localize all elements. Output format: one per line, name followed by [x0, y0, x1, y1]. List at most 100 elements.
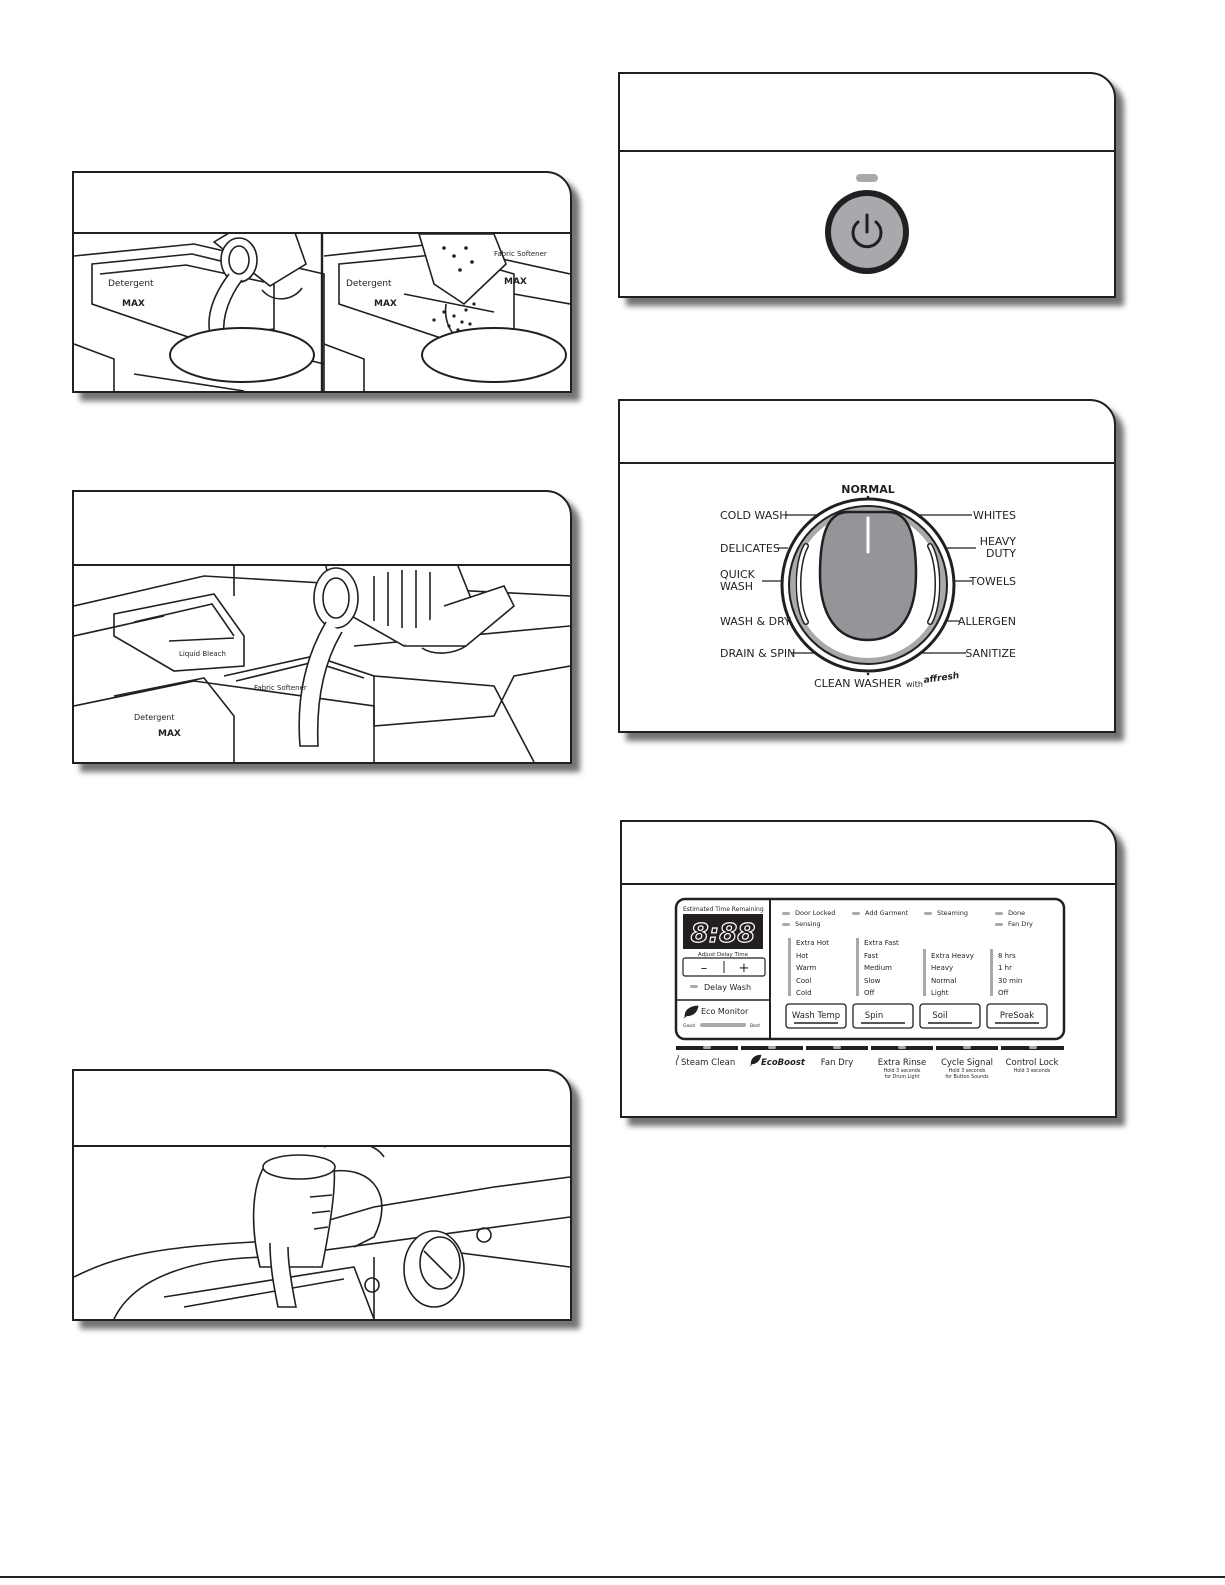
soil-button[interactable]: Soil — [920, 1004, 980, 1028]
dial-label-clean-washer: CLEAN WASHER — [814, 677, 902, 690]
panel-header — [74, 1071, 570, 1147]
spin-label: Spin — [865, 1011, 884, 1021]
status-done: Done — [1008, 909, 1025, 917]
eco-monitor-bar — [700, 1023, 746, 1027]
spin-slow: Slow — [864, 977, 881, 985]
presoak-off: Off — [998, 989, 1009, 997]
cycle-selector-knob[interactable] — [782, 496, 954, 676]
footer-rule — [0, 1576, 1225, 1578]
ecoboost-label: EcoBoost — [761, 1058, 806, 1068]
delay-wash-label[interactable]: Delay Wash — [704, 983, 751, 992]
leaf-icon — [750, 1055, 761, 1066]
soil-light: Light — [931, 989, 949, 997]
power-svg — [620, 152, 1114, 296]
wash-temp-button[interactable]: Wash Temp — [786, 1004, 846, 1028]
status-sensing: Sensing — [795, 920, 821, 928]
control-lock-hint: Hold 3 seconds — [1014, 1068, 1051, 1074]
affresh-logo: affresh — [923, 671, 960, 686]
soil-label: Soil — [932, 1011, 947, 1021]
power-button[interactable] — [825, 190, 909, 274]
fabric-softener-label: Fabric Softener — [494, 250, 547, 258]
spin-off: Off — [864, 989, 875, 997]
time-remaining-label: Estimated Time Remaining — [683, 906, 764, 913]
liquid-bleach-label: Liquid Bleach — [179, 650, 226, 658]
eco-monitor-label: Eco Monitor — [701, 1007, 749, 1016]
detergent-label-3: Detergent — [134, 713, 175, 722]
detergent-label: Detergent — [108, 279, 154, 289]
softener-illustration — [74, 1147, 570, 1319]
panel-header — [620, 401, 1114, 464]
fan-dry-button[interactable]: Fan Dry — [821, 1058, 853, 1068]
wash-temp-label: Wash Temp — [792, 1011, 840, 1021]
status-door-locked: Door Locked — [795, 909, 835, 917]
cycle-signal-button[interactable]: Cycle Signal — [941, 1058, 993, 1068]
detergent-label-2: Detergent — [346, 279, 392, 289]
adjust-delay-label: Adjust Delay Time — [698, 952, 749, 958]
max-label-2: MAX — [374, 299, 397, 309]
extra-rinse-hint-1: Hold 3 seconds — [884, 1068, 921, 1074]
dial-label-with: with — [906, 680, 923, 689]
eco-best-label: Best — [750, 1023, 760, 1029]
max-label-4: MAX — [158, 729, 181, 739]
extra-rinse-button[interactable]: Extra Rinse — [878, 1058, 926, 1068]
dial-svg: NORMAL COLD WASH DELICATES QUICK WASH WA… — [620, 464, 1114, 733]
soil-extra-heavy: Extra Heavy — [931, 952, 974, 960]
dial-label-wash-dry: WASH & DRY — [720, 615, 791, 628]
control-panel: Estimated Time Remaining 8:88 Adjust Del… — [620, 820, 1117, 1118]
soil-heavy: Heavy — [931, 964, 953, 972]
steam-icon — [676, 1055, 678, 1065]
delay-wash-light — [690, 985, 698, 988]
callout-oval — [422, 328, 566, 382]
presoak-button[interactable]: PreSoak — [987, 1004, 1047, 1028]
dial-label-whites: WHITES — [973, 509, 1016, 522]
control-area: Estimated Time Remaining 8:88 Adjust Del… — [622, 885, 1115, 1116]
temp-extra-hot: Extra Hot — [796, 939, 829, 947]
status-add-garment: Add Garment — [865, 909, 909, 917]
panel-header — [622, 822, 1115, 885]
soil-normal: Normal — [931, 977, 956, 985]
dial-area: NORMAL COLD WASH DELICATES QUICK WASH WA… — [620, 464, 1114, 731]
delay-plus-button[interactable]: + — [739, 961, 750, 976]
temp-cold: Cold — [796, 989, 812, 997]
presoak-8-hrs: 8 hrs — [998, 952, 1016, 960]
presoak-1-hr: 1 hr — [998, 964, 1012, 972]
temp-cool: Cool — [796, 977, 811, 985]
delay-minus-button[interactable]: – — [701, 961, 708, 976]
dial-label-delicates: DELICATES — [720, 542, 780, 555]
panel-header — [620, 74, 1114, 152]
detergent-dispenser-panel: Detergent MAX Detergent MAX MAX Fabric S… — [72, 171, 572, 393]
detergent-illustration: Detergent MAX Detergent MAX MAX Fabric S… — [74, 234, 570, 391]
power-illustration — [620, 152, 1114, 296]
dial-label-sanitize: SANITIZE — [965, 647, 1016, 660]
control-lock-button[interactable]: Control Lock — [1006, 1058, 1059, 1068]
steam-clean-button[interactable]: Steam Clean — [676, 1055, 735, 1068]
power-panel — [618, 72, 1116, 298]
max-label: MAX — [122, 299, 145, 309]
panel-header — [74, 173, 570, 234]
softener-pour-panel — [72, 1069, 572, 1321]
temp-warm: Warm — [796, 964, 817, 972]
fabric-softener-label-2: Fabric Softener — [254, 684, 307, 692]
spin-medium: Medium — [864, 964, 892, 972]
dial-label-allergen: ALLERGEN — [958, 615, 1016, 628]
dial-label-quick-wash: WASH — [720, 580, 753, 593]
panel-header — [74, 492, 570, 566]
bleach-dispenser-panel: Liquid Bleach Detergent MAX Fabric Softe… — [72, 490, 572, 764]
spin-button[interactable]: Spin — [853, 1004, 913, 1028]
status-steaming: Steaming — [937, 909, 968, 917]
time-digits: 8:88 — [691, 919, 756, 949]
power-indicator-light — [856, 174, 878, 182]
control-svg: Estimated Time Remaining 8:88 Adjust Del… — [622, 885, 1115, 1118]
presoak-label: PreSoak — [1000, 1011, 1034, 1021]
spin-extra-fast: Extra Fast — [864, 939, 899, 947]
callout-oval — [170, 328, 314, 382]
dial-label-heavy-duty: DUTY — [986, 547, 1016, 560]
steam-clean-label: Steam Clean — [681, 1058, 735, 1068]
status-fan-dry: Fan Dry — [1008, 920, 1033, 928]
dial-label-cold-wash: COLD WASH — [720, 509, 788, 522]
bleach-illustration-svg: Liquid Bleach Detergent MAX Fabric Softe… — [74, 566, 570, 762]
ecoboost-button[interactable]: EcoBoost — [750, 1055, 806, 1068]
dial-label-normal: NORMAL — [841, 483, 895, 496]
dial-label-towels: TOWELS — [969, 575, 1016, 588]
cycle-dial-panel: NORMAL COLD WASH DELICATES QUICK WASH WA… — [618, 399, 1116, 733]
